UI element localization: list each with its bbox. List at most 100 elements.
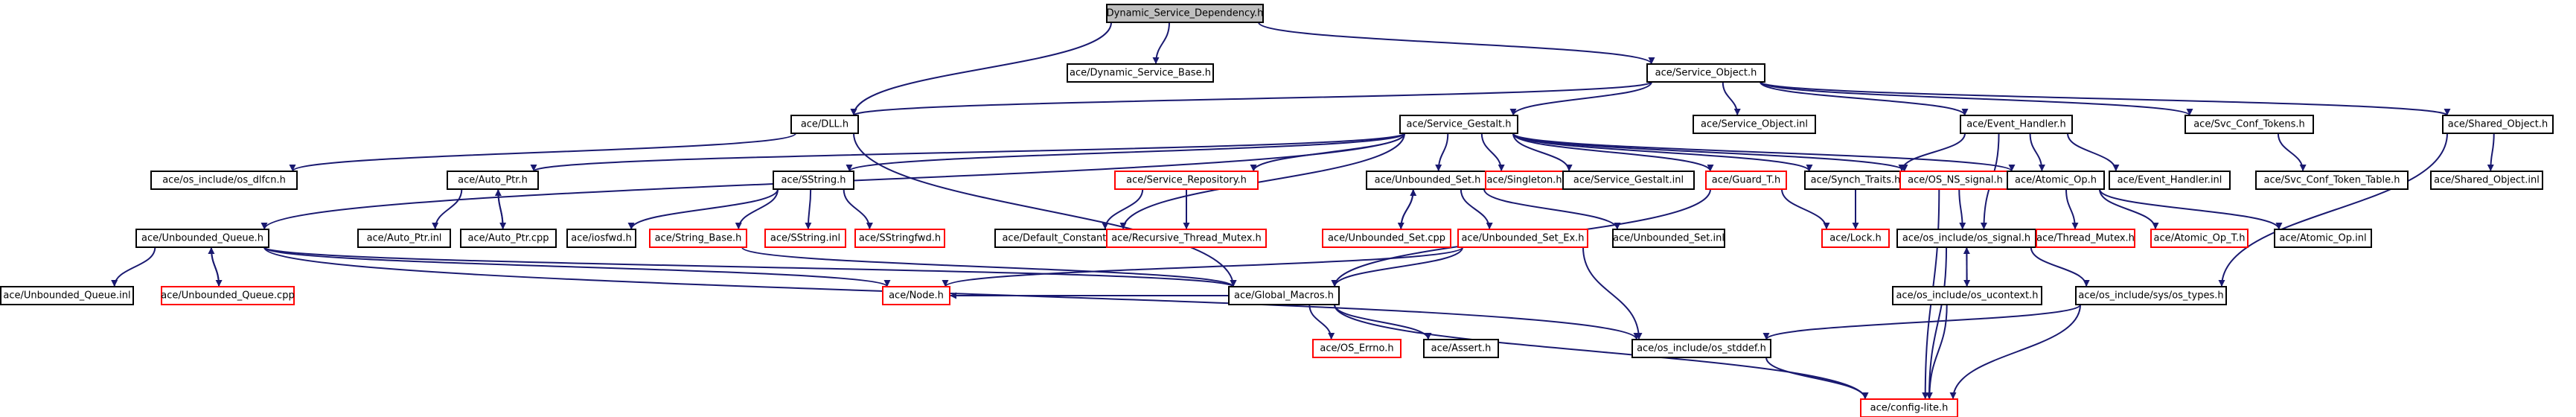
node-label: ace/DLL.h [801, 119, 848, 130]
edge-sg-to-st [1512, 133, 1813, 172]
node-sctt[interactable]: ace/Svc_Conf_Token_Table.h [2255, 171, 2409, 190]
node-eh[interactable]: ace/Event_Handler.h [1960, 115, 2073, 134]
node-gt[interactable]: ace/Guard_T.h [1705, 171, 1787, 190]
node-box [1860, 398, 1958, 417]
node-label: ace/Service_Gestalt.h [1406, 119, 1511, 130]
node-dlfcn[interactable]: ace/os_include/os_dlfcn.h [150, 171, 298, 190]
node-box [2255, 171, 2409, 190]
node-ose[interactable]: ace/OS_Errno.h [1312, 339, 1402, 358]
node-sr[interactable]: ace/Service_Repository.h [1114, 171, 1259, 190]
edge-usex-to-stddef [1582, 246, 1643, 340]
node-ostypes[interactable]: ace/os_include/sys/os_types.h [2075, 286, 2227, 305]
node-label: ace/Service_Gestalt.inl [1573, 175, 1684, 186]
node-label: ace/Atomic_Op_T.h [2154, 233, 2246, 244]
node-box [1646, 63, 1765, 83]
edge-aop-to-aopt [2099, 188, 2159, 230]
node-ap[interactable]: ace/Auto_Ptr.h [447, 171, 539, 190]
node-aop[interactable]: ace/Atomic_Op.h [2007, 171, 2105, 190]
node-ssi[interactable]: ace/SString.inl [764, 229, 846, 248]
edge-aop-to-tm [2065, 188, 2079, 230]
node-sing[interactable]: ace/Singleton.h [1485, 171, 1564, 190]
node-usex[interactable]: ace/Unbounded_Set_Ex.h [1457, 229, 1588, 248]
edge-sr-to-dc [1102, 188, 1144, 230]
node-api[interactable]: ace/Auto_Ptr.inl [357, 229, 451, 248]
node-label: ace/Service_Repository.h [1126, 175, 1247, 186]
node-ossig[interactable]: ace/os_include/os_signal.h [1896, 229, 2036, 248]
edge-sb-to-gm [741, 246, 1237, 287]
node-osns[interactable]: ace/OS_NS_signal.h [1899, 171, 2011, 190]
edge-usex-to-node [942, 246, 1463, 287]
node-assert[interactable]: ace/Assert.h [1423, 339, 1499, 358]
node-usc[interactable]: ace/Unbounded_Set.cpp [1322, 229, 1451, 248]
node-label: ace/os_include/os_signal.h [1902, 233, 2030, 244]
node-iosfwd[interactable]: ace/iosfwd.h [566, 229, 636, 248]
node-label: ace/Recursive_Thread_Mutex.h [1111, 233, 1262, 244]
node-shoi[interactable]: ace/Shared_Object.inl [2430, 171, 2543, 190]
node-osuc[interactable]: ace/os_include/os_ucontext.h [1892, 286, 2042, 305]
node-aopi[interactable]: ace/Atomic_Op.inl [2274, 229, 2372, 248]
node-label: ace/os_include/os_stddef.h [1637, 343, 1766, 354]
node-label: ace/os_include/os_ucontext.h [1896, 290, 2038, 302]
node-label: ace/Global_Macros.h [1234, 290, 1334, 302]
node-box [649, 229, 747, 248]
node-uqc[interactable]: ace/Unbounded_Queue.cpp [161, 286, 295, 305]
node-box [1693, 115, 1816, 134]
node-label: ace/os_include/sys/os_types.h [2078, 290, 2223, 302]
node-dll[interactable]: ace/DLL.h [790, 115, 859, 134]
edge-apc-to-ap [494, 188, 504, 230]
node-apc[interactable]: ace/Auto_Ptr.cpp [460, 229, 557, 248]
node-sb[interactable]: ace/String_Base.h [649, 229, 747, 248]
node-dsb[interactable]: ace/Dynamic_Service_Base.h [1067, 63, 1214, 83]
edge-ss-to-ssf [843, 188, 873, 230]
node-label: ace/Auto_Ptr.h [458, 175, 528, 186]
node-sct[interactable]: ace/Svc_Conf_Tokens.h [2185, 115, 2314, 134]
node-aopt[interactable]: ace/Atomic_Op_T.h [2150, 229, 2249, 248]
node-uqi[interactable]: ace/Unbounded_Queue.inl [0, 286, 134, 305]
node-label: ace/Atomic_Op.h [2015, 175, 2097, 186]
node-box [882, 286, 950, 305]
header-nodes: Dynamic_Service_Dependency.h ace/Dynamic_… [0, 4, 2554, 417]
node-box [2185, 115, 2314, 134]
edge-dll-to-gm [853, 133, 1237, 287]
node-soi[interactable]: ace/Service_Object.inl [1693, 115, 1816, 134]
edge-ss-to-sb [735, 188, 779, 230]
edge-gm-to-cl [1334, 304, 1869, 400]
edge-so-to-sct [1760, 81, 2193, 116]
node-ehi[interactable]: ace/Event_Handler.inl [2109, 171, 2231, 190]
edge-so-to-dll [850, 81, 1652, 116]
node-us[interactable]: ace/Unbounded_Set.h [1366, 171, 1489, 190]
node-usi[interactable]: ace/Unbounded_Set.inl [1612, 229, 1725, 248]
node-box [1114, 171, 1259, 190]
edge-uqc-to-uq [208, 246, 220, 287]
node-lock[interactable]: ace/Lock.h [1821, 229, 1890, 248]
node-node[interactable]: ace/Node.h [882, 286, 950, 305]
node-cl[interactable]: ace/config-lite.h [1860, 398, 1958, 417]
node-so[interactable]: ace/Service_Object.h [1646, 63, 1765, 83]
node-label: ace/Event_Handler.h [1966, 119, 2066, 130]
node-tm[interactable]: ace/Thread_Mutex.h [2036, 229, 2135, 248]
node-stddef[interactable]: ace/os_include/os_stddef.h [1631, 339, 1771, 358]
node-box [1562, 171, 1695, 190]
node-label: ace/SString.h [782, 175, 846, 186]
node-dc[interactable]: ace/Default_Constants.h [994, 229, 1128, 248]
node-box [2274, 229, 2372, 248]
node-label: ace/Service_Object.h [1655, 68, 1757, 79]
node-uq[interactable]: ace/Unbounded_Queue.h [135, 229, 269, 248]
node-label: ace/OS_Errno.h [1320, 343, 1393, 354]
node-sgi[interactable]: ace/Service_Gestalt.inl [1562, 171, 1695, 190]
node-box [2150, 229, 2249, 248]
node-box [460, 229, 557, 248]
dependency-edges [111, 22, 2495, 400]
node-rtm[interactable]: ace/Recursive_Thread_Mutex.h [1106, 229, 1267, 248]
node-dsd: Dynamic_Service_Dependency.h [1106, 4, 1264, 23]
edge-sho-to-shoi [2487, 133, 2495, 172]
edge-us-to-usi [1483, 188, 1621, 230]
node-sho[interactable]: ace/Shared_Object.h [2442, 115, 2554, 134]
node-ssf[interactable]: ace/SStringfwd.h [854, 229, 945, 248]
edge-ossig-to-cl [1925, 246, 1948, 400]
node-gm[interactable]: ace/Global_Macros.h [1228, 286, 1340, 305]
node-sg[interactable]: ace/Service_Gestalt.h [1399, 115, 1518, 134]
node-label: ace/Svc_Conf_Tokens.h [2193, 119, 2305, 130]
node-st[interactable]: ace/Synch_Traits.h [1804, 171, 1907, 190]
node-ss[interactable]: ace/SString.h [773, 171, 854, 190]
